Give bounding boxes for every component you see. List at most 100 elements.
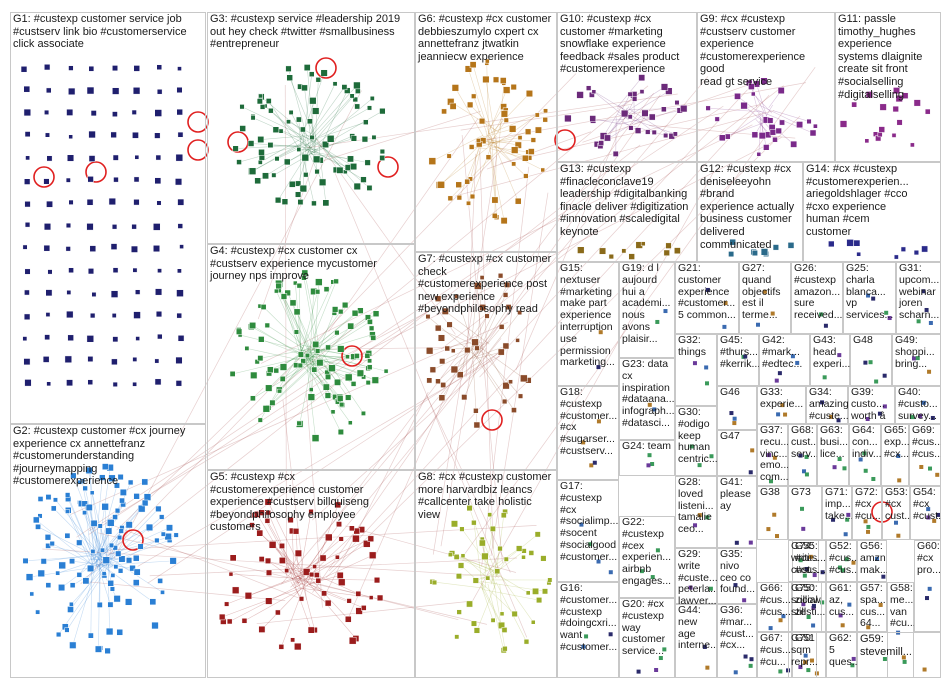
graph-node <box>520 374 528 383</box>
graph-node <box>790 140 798 148</box>
graph-node <box>254 359 260 365</box>
graph-node <box>301 84 308 92</box>
group-panel-g22 <box>619 516 675 598</box>
graph-node <box>264 498 272 506</box>
graph-node <box>921 245 928 253</box>
graph-node <box>366 364 373 370</box>
graph-node <box>471 338 479 346</box>
graph-node <box>118 555 126 563</box>
graph-node <box>790 354 795 359</box>
graph-node <box>820 600 825 605</box>
graph-node <box>884 310 889 315</box>
graph-node <box>265 98 272 104</box>
graph-node <box>588 542 593 547</box>
graph-node <box>722 324 727 329</box>
graph-node <box>450 365 459 374</box>
graph-node <box>865 91 873 99</box>
graph-node <box>479 539 486 547</box>
graph-node <box>272 126 280 133</box>
graph-node <box>733 670 738 675</box>
graph-node <box>153 245 161 253</box>
graph-node <box>107 519 115 527</box>
group-label-g42: G42: #mark... #edtec... <box>762 334 803 370</box>
graph-node <box>258 336 265 343</box>
graph-node <box>705 515 710 520</box>
graph-node <box>132 579 140 586</box>
graph-node <box>35 523 41 530</box>
graph-node <box>828 240 835 248</box>
graph-node <box>500 217 508 225</box>
graph-node <box>250 395 256 402</box>
graph-node <box>831 517 836 522</box>
graph-node <box>530 137 537 143</box>
graph-node <box>608 570 613 575</box>
graph-node <box>149 598 157 606</box>
graph-node <box>236 328 243 335</box>
graph-node <box>85 466 93 474</box>
group-label-g33: G33: experie... <box>760 386 804 410</box>
graph-node <box>44 64 51 71</box>
graph-node <box>647 453 652 458</box>
graph-node <box>307 626 315 634</box>
graph-node <box>702 644 707 649</box>
self-loop-mark <box>85 161 107 183</box>
group-panel-g16 <box>557 582 619 678</box>
graph-node <box>708 586 713 591</box>
graph-node <box>466 200 471 206</box>
group-panel-g31 <box>896 262 941 334</box>
graph-node <box>156 88 163 95</box>
group-panel-g6 <box>415 12 557 252</box>
graph-node <box>369 551 377 559</box>
graph-node <box>279 376 286 382</box>
graph-node <box>86 335 94 343</box>
graph-node <box>47 269 53 275</box>
graph-node <box>371 376 379 384</box>
graph-node <box>308 571 315 578</box>
graph-node <box>383 368 389 374</box>
graph-node <box>658 656 663 661</box>
graph-node <box>485 575 491 581</box>
graph-node <box>652 407 657 412</box>
graph-node <box>528 550 535 556</box>
graph-node <box>107 601 114 608</box>
graph-node <box>267 142 274 149</box>
graph-node <box>323 286 330 292</box>
graph-node <box>175 153 184 162</box>
graph-node <box>481 552 489 560</box>
graph-node <box>345 394 352 401</box>
graph-node <box>256 529 264 537</box>
graph-node <box>564 114 572 123</box>
graph-node <box>783 412 788 417</box>
graph-node <box>770 311 775 316</box>
graph-node <box>268 541 277 549</box>
graph-node <box>258 509 265 516</box>
graph-node <box>341 84 348 91</box>
graph-node <box>469 193 476 200</box>
graph-node <box>89 245 97 252</box>
graph-node <box>468 144 475 150</box>
graph-node <box>811 603 816 608</box>
group-label-g28: G28: loved listeni... tamalie ceo... <box>678 476 714 536</box>
group-label-g43: G43: head experi... <box>813 334 850 370</box>
graph-node <box>153 223 161 231</box>
group-panel-g61 <box>826 582 857 632</box>
graph-node <box>639 89 645 94</box>
graph-node <box>775 534 780 539</box>
group-label-g52: G52: #cus... #cus... <box>829 540 857 576</box>
graph-node <box>777 371 782 376</box>
graph-node <box>112 111 118 117</box>
graph-node <box>87 379 94 385</box>
graph-node <box>91 292 97 297</box>
graph-node <box>456 609 462 615</box>
graph-node <box>437 334 445 342</box>
graph-node <box>127 479 134 486</box>
graph-node <box>44 109 50 115</box>
graph-node <box>592 460 597 465</box>
graph-node <box>454 634 460 640</box>
graph-node <box>674 247 681 255</box>
graph-node <box>654 667 659 672</box>
group-panel-g44 <box>675 604 717 678</box>
graph-node <box>851 101 858 108</box>
graph-node <box>802 573 807 578</box>
